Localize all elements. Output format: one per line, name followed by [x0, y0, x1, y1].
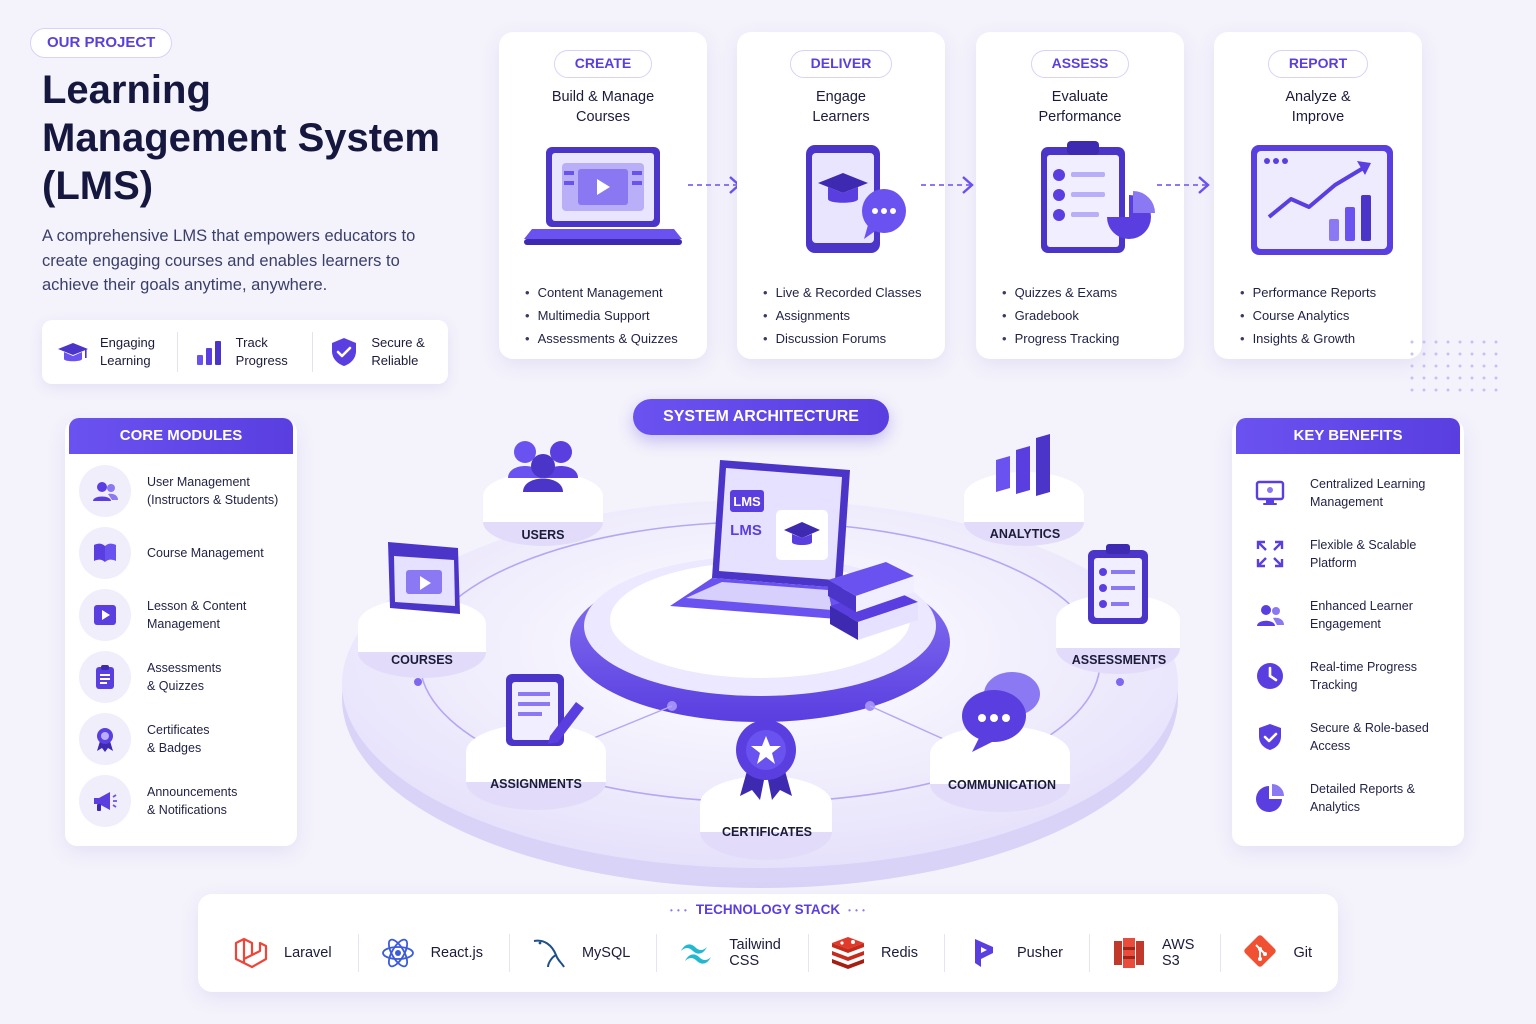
module-user-management: User Management(Instructors & Students): [65, 460, 297, 522]
bar-chart-icon: [196, 341, 221, 365]
step-bullets: Quizzes & Exams Gradebook Progress Track…: [976, 281, 1184, 350]
git-icon: [1244, 935, 1277, 967]
books-icon: [828, 562, 918, 640]
book-icon: [94, 543, 116, 562]
core-modules-panel: CORE MODULES User Management(Instructors…: [65, 418, 297, 846]
benefit-reports: Detailed Reports &Analytics: [1232, 767, 1464, 828]
lms-laptop-icon: LMS LMS: [670, 460, 850, 620]
module-assessments: Assessments& Quizzes: [65, 646, 297, 708]
tech-aws-s3: AWS S3: [1088, 934, 1221, 972]
tech-git: Git: [1220, 934, 1338, 972]
tablet-chat-icon: [806, 145, 906, 253]
node-label-assignments: ASSIGNMENTS: [490, 777, 582, 791]
node-label-courses: COURSES: [391, 653, 453, 667]
monitor-icon: [1255, 480, 1285, 505]
tech-mysql: MySQL: [508, 934, 656, 972]
architecture-title: SYSTEM ARCHITECTURE: [633, 399, 889, 435]
video-lesson-icon: [94, 605, 116, 625]
clipboard-icon: [96, 665, 114, 689]
hero-description: A comprehensive LMS that empowers educat…: [42, 227, 416, 294]
screen-text: LMS: [730, 522, 762, 539]
growth-chart-icon: [1251, 145, 1393, 255]
clock-icon: [1257, 662, 1283, 689]
tailwind-icon: [681, 944, 712, 964]
badge-icon: [97, 728, 113, 752]
arrow-right-icon: [1157, 176, 1210, 194]
panel-title: CORE MODULES: [69, 418, 293, 454]
module-announcements: Announcements& Notifications: [65, 770, 297, 832]
decorative-dots: [1406, 336, 1502, 396]
pie-chart-icon: [1256, 783, 1284, 812]
redis-icon: [831, 937, 864, 969]
feature-secure-reliable: Secure &Reliable: [312, 332, 448, 372]
tech-stack-title: TECHNOLOGY STACK: [198, 902, 1338, 917]
node-assessments: [1056, 544, 1180, 674]
clipboard-pie-icon: [1041, 141, 1155, 253]
step-card-report: REPORT Analyze &Improve Performance Repo…: [1214, 32, 1422, 359]
step-bullets: Performance Reports Course Analytics Ins…: [1214, 281, 1422, 350]
laravel-icon: [234, 937, 268, 969]
node-label-analytics: ANALYTICS: [989, 527, 1061, 541]
tech-redis: Redis: [807, 934, 944, 972]
module-course-management: Course Management: [65, 522, 297, 584]
step-tag: REPORT: [1267, 50, 1369, 78]
node-analytics: [964, 434, 1084, 546]
page-title: Learning Management System (LMS): [42, 68, 440, 208]
users-icon: [93, 482, 118, 501]
step-tag: ASSESS: [1030, 50, 1130, 78]
expand-arrows-icon: [1256, 540, 1284, 567]
node-label-certificates: CERTIFICATES: [721, 825, 813, 839]
laptop-video-icon: [524, 147, 682, 245]
node-certificates: [700, 720, 832, 860]
graduation-cap-icon: [58, 343, 88, 362]
step-tag: DELIVER: [789, 50, 893, 78]
react-icon: [381, 938, 414, 968]
tech-laravel: Laravel: [228, 934, 358, 972]
step-bullets: Content Management Multimedia Support As…: [499, 281, 707, 350]
aws-s3-icon: [1113, 938, 1144, 968]
tech-tailwind: Tailwind CSS: [656, 934, 808, 972]
tech-react: React.js: [357, 934, 509, 972]
architecture-diagram: LMS LMS: [342, 434, 1180, 888]
project-tag: OUR PROJECT: [30, 28, 173, 58]
megaphone-icon: [94, 792, 117, 811]
node-label-communication: COMMUNICATION: [947, 778, 1057, 792]
step-title: Analyze &Improve: [1285, 89, 1351, 125]
tech-stack-bar: TECHNOLOGY STACK Laravel React.js MySQL: [198, 894, 1338, 992]
node-assignments: [466, 674, 606, 810]
panel-title: KEY BENEFITS: [1236, 418, 1460, 454]
module-certificates: Certificates& Badges: [65, 708, 297, 770]
screen-text: LMS: [733, 494, 761, 509]
shield-check-icon: [1259, 723, 1281, 750]
node-users: [483, 441, 603, 546]
shield-check-icon: [332, 338, 357, 366]
node-label-users: USERS: [521, 528, 565, 542]
node-label-assessments: ASSESSMENTS: [1071, 653, 1167, 667]
mysql-icon: [533, 939, 565, 968]
step-bullets: Live & Recorded Classes Assignments Disc…: [737, 281, 945, 350]
pusher-icon: [975, 939, 994, 967]
node-communication: [930, 672, 1070, 812]
step-tag: CREATE: [553, 50, 653, 78]
node-courses: [358, 542, 486, 678]
users-icon: [1257, 604, 1284, 626]
tech-pusher: Pusher: [944, 934, 1089, 972]
arrow-right-icon: [921, 176, 974, 194]
